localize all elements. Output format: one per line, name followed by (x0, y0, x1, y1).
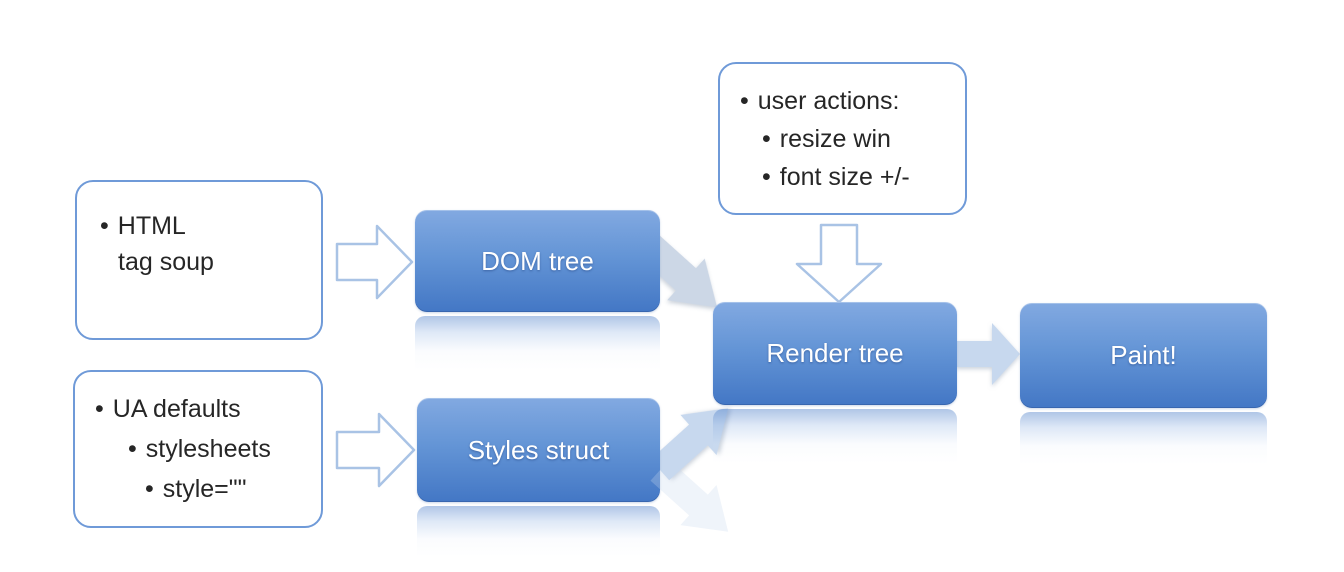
reflection-paint (1020, 412, 1267, 474)
callout-line-text: font size +/- (779, 162, 910, 191)
bullet-glyph: • (762, 124, 771, 153)
reflection-dom-tree (415, 316, 660, 380)
callout-html-tag-soup: • HTML tag soup (75, 180, 323, 340)
callout-line: tag soup (77, 244, 321, 280)
callout-style-sources: • UA defaults • stylesheets • style="" (73, 370, 323, 528)
callout-line: • UA defaults (75, 389, 321, 429)
bullet-glyph: • (740, 86, 749, 115)
bullet-glyph: • (128, 435, 137, 463)
callout-line-text: tag soup (118, 248, 214, 276)
callout-line: • HTML (77, 208, 321, 244)
node-dom-tree: DOM tree (415, 210, 660, 312)
callout-user-actions: • user actions: • resize win • font size +/… (718, 62, 967, 215)
callout-line-text: style="" (162, 475, 247, 503)
callout-line: • font size +/- (720, 158, 965, 196)
callout-line: • style="" (75, 469, 321, 509)
bullet-glyph: • (100, 212, 109, 240)
bullet-glyph: • (762, 162, 771, 191)
node-styles-struct: Styles struct (417, 398, 660, 502)
node-paint: Paint! (1020, 303, 1267, 408)
bullet-glyph: • (145, 475, 154, 503)
reflection-styles-struct (417, 506, 660, 566)
node-label: Render tree (766, 338, 904, 368)
arrow-sources-to-styles-struct-icon (335, 412, 416, 488)
callout-line: • stylesheets (75, 429, 321, 469)
node-render-tree: Render tree (713, 302, 957, 405)
node-label: Styles struct (467, 434, 610, 465)
arrow-html-to-dom-tree-icon (335, 224, 414, 300)
bullet-glyph: • (95, 395, 104, 423)
node-label: Paint! (1110, 340, 1177, 370)
callout-line-text: HTML (117, 212, 186, 240)
arrow-user-actions-to-render-tree-icon (795, 223, 883, 304)
callout-line-text: UA defaults (112, 395, 241, 423)
arrow-render-tree-to-paint-icon (956, 323, 1020, 385)
arrow-styles-struct-to-render-tree-icon (650, 408, 729, 481)
callout-line-text: resize win (779, 124, 891, 153)
callout-line: • user actions: (720, 82, 965, 120)
callout-line-text: user actions: (757, 86, 900, 115)
callout-line: • resize win (720, 120, 965, 158)
callout-line-text: stylesheets (145, 435, 271, 463)
node-label: DOM tree (481, 245, 594, 276)
reflection-render-tree (713, 409, 957, 473)
